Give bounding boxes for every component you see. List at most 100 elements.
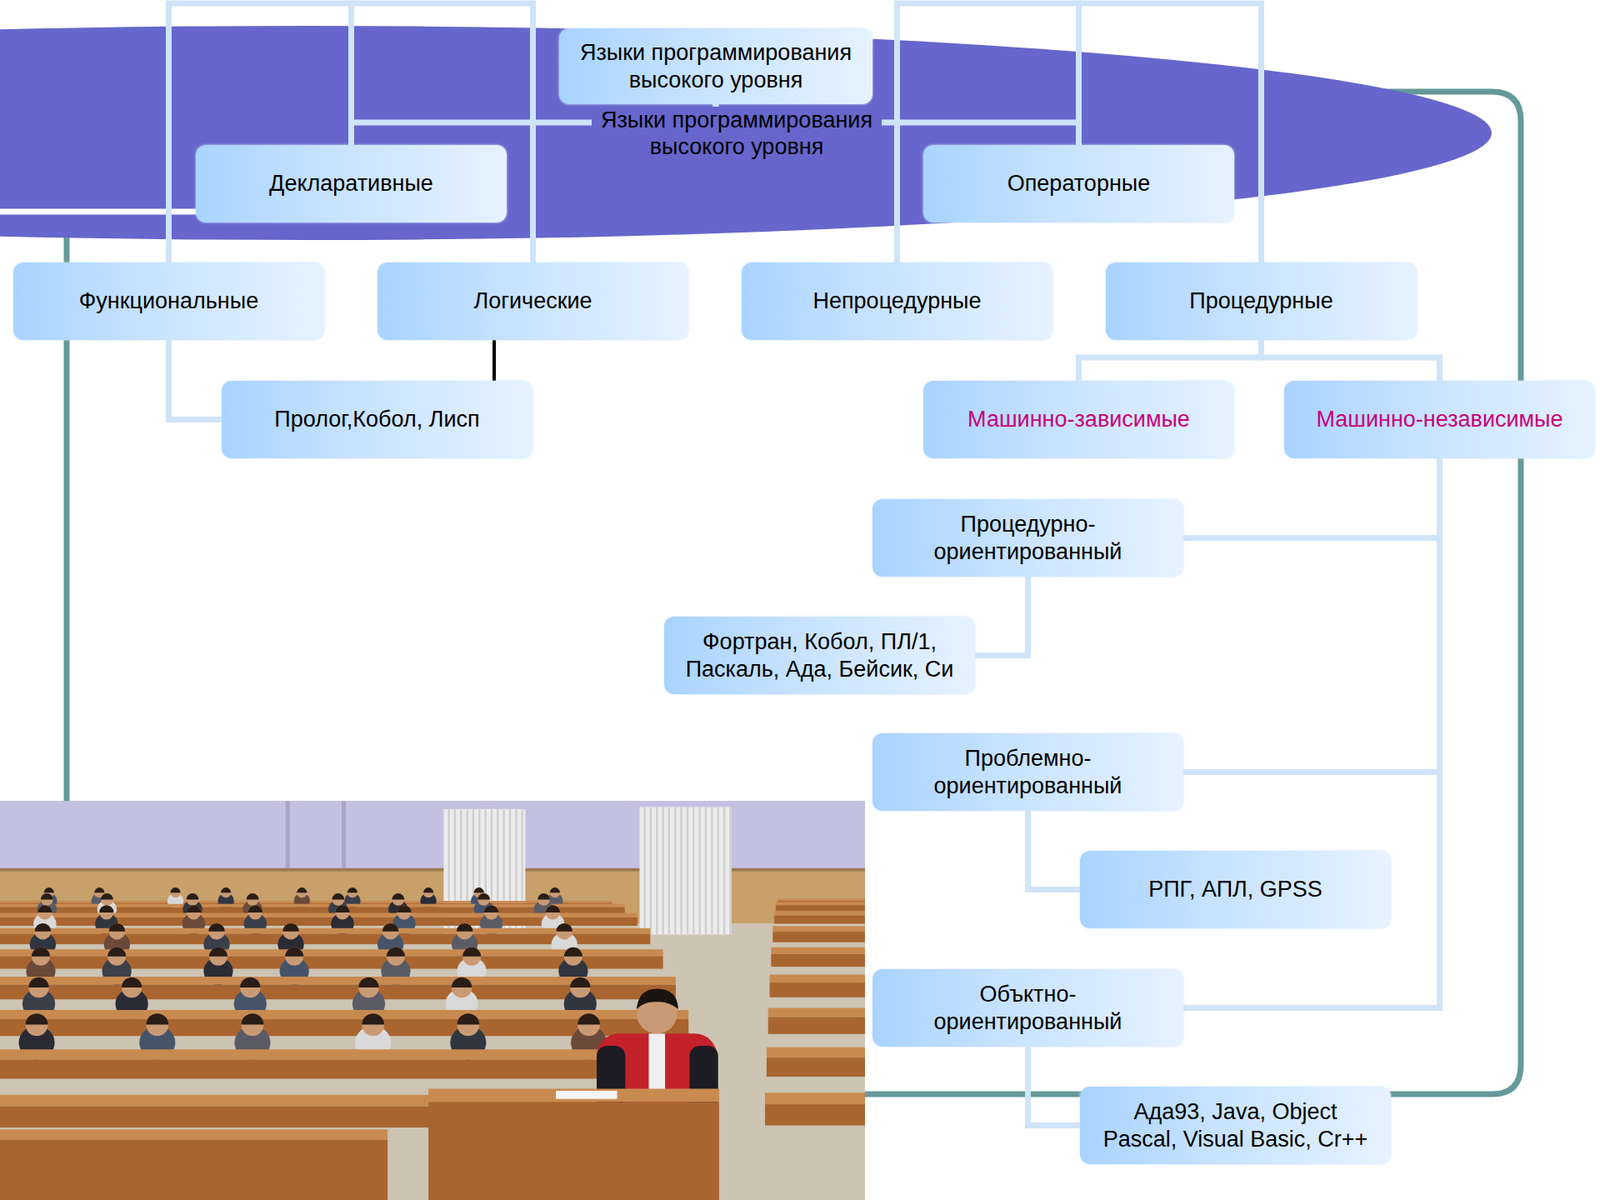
radiator-fin xyxy=(668,806,670,935)
student-hair xyxy=(94,887,105,893)
student-head xyxy=(484,905,499,920)
desk-front xyxy=(768,1016,865,1034)
student-head xyxy=(577,1013,600,1036)
student-head xyxy=(40,893,54,906)
desk-top xyxy=(766,1047,865,1058)
desk-front xyxy=(765,1104,865,1125)
student-head xyxy=(209,947,228,966)
student-hair xyxy=(347,887,358,893)
box-label: Процедурно- ориентированный xyxy=(890,510,1165,565)
root-box: Языки программирования высокого уровня xyxy=(559,28,873,105)
desk-top xyxy=(772,925,865,932)
student-head xyxy=(28,977,49,999)
front-desk-top xyxy=(0,1129,388,1140)
student-hair xyxy=(358,977,379,988)
desk-row xyxy=(0,947,865,1000)
student-head xyxy=(331,893,345,906)
box-label: Декларативные xyxy=(269,170,434,197)
student-head xyxy=(456,923,474,940)
student-head xyxy=(537,893,550,906)
student-hair xyxy=(456,1013,480,1025)
student-hair xyxy=(209,947,228,957)
connector-line xyxy=(1028,1046,1081,1126)
category-box: Декларативные xyxy=(195,145,507,223)
student-head xyxy=(208,923,225,940)
box-label: Проблемно- ориентированный xyxy=(890,745,1165,800)
connector-line xyxy=(169,340,223,420)
front-desk-top xyxy=(428,1088,720,1102)
student-head xyxy=(246,893,260,906)
radiator-fin xyxy=(729,806,731,935)
student-hair xyxy=(99,905,114,913)
student-head xyxy=(170,887,180,898)
desk-top xyxy=(765,1092,865,1105)
connector-line xyxy=(492,340,496,381)
category-box: Проблемно- ориентированный xyxy=(872,733,1184,811)
radiator-fin xyxy=(717,806,720,935)
lecture-hall-photo xyxy=(0,800,865,1200)
student-hair xyxy=(31,947,50,957)
wall-column xyxy=(341,800,346,873)
student-hair xyxy=(474,887,485,893)
connector-line xyxy=(1261,340,1440,381)
student-hair xyxy=(240,977,260,988)
category-box: Функциональные xyxy=(13,262,325,340)
box-label: Языки программирования высокого уровня xyxy=(577,39,855,94)
radiator-fin xyxy=(710,806,713,935)
desk-top xyxy=(768,1008,865,1018)
student-head xyxy=(107,947,126,966)
student-head xyxy=(391,893,405,906)
radiator-fin xyxy=(705,806,707,935)
desk-front xyxy=(770,982,865,998)
desk-top xyxy=(770,975,865,984)
radiator xyxy=(639,806,731,935)
box-label: Функциональные xyxy=(79,287,259,315)
student-hair xyxy=(145,1013,169,1025)
student-hair xyxy=(570,977,590,988)
student-hair xyxy=(577,1013,600,1025)
student-head xyxy=(570,977,590,999)
connector-line xyxy=(1183,458,1440,773)
wood-panel xyxy=(0,870,865,924)
student-hair xyxy=(246,893,260,900)
category-box: Логические xyxy=(377,262,689,340)
radiator-fin xyxy=(698,806,700,935)
student-head xyxy=(99,905,114,920)
desk-top xyxy=(0,904,625,908)
student-hair xyxy=(335,905,350,913)
student-hair xyxy=(170,887,180,893)
desk-front xyxy=(0,1060,702,1080)
front-desk xyxy=(428,1101,720,1200)
desk-top xyxy=(0,1049,702,1060)
connector-line xyxy=(975,576,1029,656)
front-desk xyxy=(0,1140,388,1200)
student-hair xyxy=(555,923,573,932)
student-hair xyxy=(240,1013,264,1025)
desk-front xyxy=(774,915,865,925)
radiator-fin xyxy=(723,806,725,935)
student-hair xyxy=(331,893,345,900)
panel-rail xyxy=(0,868,865,872)
student-hair xyxy=(282,923,300,932)
photo-floor xyxy=(0,800,865,1200)
desk-row xyxy=(0,905,865,945)
notebook xyxy=(555,1090,617,1100)
desk-front xyxy=(0,907,625,914)
student-hair xyxy=(391,893,405,900)
radiator-fin xyxy=(661,806,664,935)
student-hair xyxy=(456,923,474,932)
student-hair xyxy=(285,947,304,957)
student-hair xyxy=(537,893,550,900)
student-head xyxy=(555,923,573,940)
connector-line xyxy=(1028,810,1081,890)
student-hair xyxy=(121,977,142,988)
category-box: Машинно-зависимые xyxy=(923,380,1235,459)
student-hair xyxy=(423,887,434,893)
desk-top xyxy=(777,899,865,902)
desk-front xyxy=(770,954,865,967)
desk-row xyxy=(0,923,865,970)
desk-row xyxy=(0,893,865,926)
desk-row xyxy=(0,1013,865,1079)
student-head xyxy=(186,905,201,920)
